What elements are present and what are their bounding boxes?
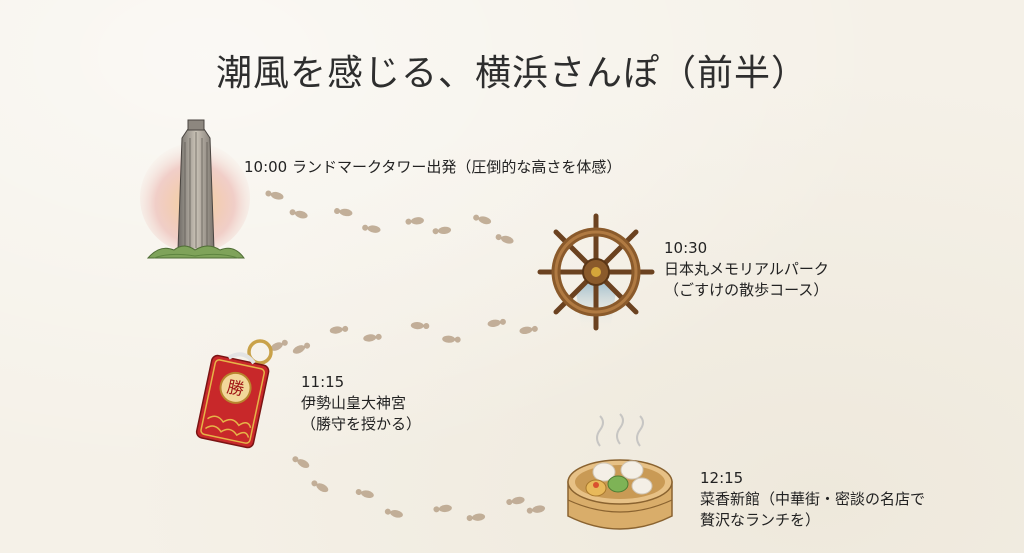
footprint [384, 508, 403, 518]
footprint [362, 224, 381, 233]
stop-4-time: 12:15 [700, 469, 744, 487]
stop-2-time: 10:30 [664, 239, 708, 257]
footprint [473, 214, 492, 225]
stop-4-name: 菜香新館（中華街・密談の名店で [700, 490, 926, 508]
stop-3-name: 伊勢山皇大神宮 [301, 394, 407, 412]
stop-1-time: 10:00 [244, 158, 288, 176]
footprint [433, 504, 452, 513]
footprint [487, 318, 506, 327]
footprint [442, 335, 461, 343]
footprint [355, 488, 374, 499]
stop-1-name: ランドマークタワー出発（圧倒的な高さを体感） [292, 158, 622, 176]
ship-wheel-icon [537, 213, 655, 331]
footprint [329, 325, 349, 334]
omamori-character: 勝 [225, 377, 246, 400]
footprint [495, 234, 514, 244]
landmark-tower-icon [140, 119, 250, 259]
stop-2-label: 10:30 日本丸メモリアルパーク （ごすけの散歩コース） [664, 238, 829, 301]
footprint [466, 513, 486, 522]
footprint [292, 456, 310, 468]
stop-1-label: 10:00 ランドマークタワー出発（圧倒的な高さを体感） [244, 157, 621, 178]
footprint [432, 226, 452, 235]
stop-4-note: 贅沢なランチを） [700, 511, 821, 529]
stop-4-label: 12:15 菜香新館（中華街・密談の名店で 贅沢なランチを） [700, 468, 925, 531]
footprint [506, 496, 525, 506]
footprint [334, 208, 353, 217]
footprint [289, 209, 308, 219]
stop-2-note: （ごすけの散歩コース） [664, 281, 829, 299]
footprint [265, 190, 284, 200]
footprint [405, 217, 424, 225]
footprint [270, 339, 288, 351]
footprint [363, 333, 382, 342]
footprint [311, 480, 329, 493]
stop-3-note: （勝守を授かる） [301, 415, 422, 433]
omamori-icon: 勝 [195, 339, 273, 449]
footprint [410, 321, 430, 330]
stop-3-time: 11:15 [301, 373, 345, 391]
stop-2-name: 日本丸メモリアルパーク [664, 260, 829, 278]
footprint [292, 342, 311, 354]
footprint [519, 325, 538, 335]
dim-sum-steamer-icon [567, 413, 673, 530]
footprint [526, 505, 546, 514]
page-title: 潮風を感じる、横浜さんぽ（前半） [215, 53, 808, 94]
stop-3-label: 11:15 伊勢山皇大神宮 （勝守を授かる） [301, 372, 421, 435]
